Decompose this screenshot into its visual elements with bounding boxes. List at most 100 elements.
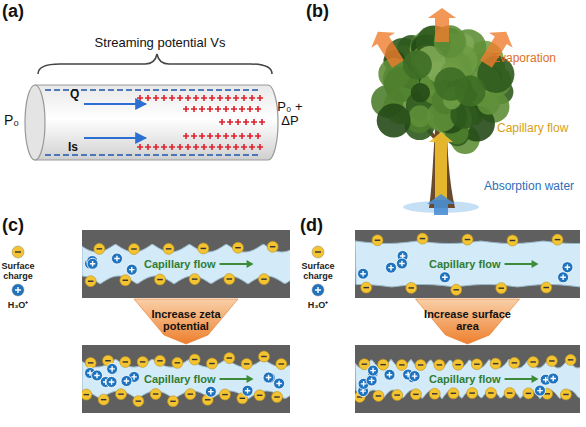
counter-ion — [183, 133, 189, 139]
flow-arrow — [220, 378, 248, 380]
plus-symbol — [103, 379, 109, 385]
legend-swatch — [312, 246, 324, 258]
wall-charge — [153, 89, 159, 91]
counter-ion — [183, 106, 189, 112]
minus-symbol — [205, 399, 211, 400]
surface-charge — [434, 359, 445, 370]
minus-symbol — [364, 287, 370, 288]
surface-charge — [254, 390, 265, 401]
counter-ion — [169, 95, 175, 101]
counter-ion — [259, 119, 265, 125]
surface-charge — [233, 242, 244, 253]
minus-symbol — [507, 392, 513, 393]
hydronium-ion — [107, 363, 118, 374]
plus-symbol — [442, 274, 448, 280]
plus-symbol — [94, 373, 100, 379]
surface-charge — [406, 282, 417, 293]
minus-symbol — [376, 395, 382, 396]
surface-charge — [565, 354, 576, 365]
plus-symbol — [87, 261, 93, 267]
legend-text: H₃O⁺ — [300, 300, 336, 310]
minus-symbol — [192, 278, 198, 279]
legend-swatch-group — [12, 246, 24, 258]
wall-charge — [225, 154, 231, 156]
hydronium-ion — [358, 386, 369, 397]
minus-symbol — [437, 364, 443, 365]
wall-charge — [99, 89, 105, 91]
annotation-text: P₀ + ΔP — [277, 100, 303, 129]
surface-charge — [546, 355, 557, 366]
plus-symbol — [124, 378, 129, 384]
surface-charge — [116, 389, 127, 400]
minus-symbol — [261, 278, 267, 279]
minus-symbol — [192, 359, 198, 360]
minus-symbol — [105, 360, 111, 361]
legend-swatch — [12, 246, 24, 258]
surface-charge — [272, 392, 283, 403]
panel-label: (c) — [2, 216, 24, 236]
surface-charge — [224, 274, 235, 285]
plus-symbol — [410, 374, 416, 380]
panel-label: (a) — [2, 2, 24, 22]
hydronium-ion — [91, 370, 102, 381]
surface-charge — [355, 391, 365, 402]
wall-charge — [144, 154, 150, 156]
counter-ion — [215, 106, 221, 112]
minus-symbol — [568, 359, 574, 360]
counter-ion — [201, 144, 207, 150]
hydronium-ion — [87, 256, 98, 267]
plus-symbol — [90, 261, 96, 267]
counter-ion — [193, 144, 199, 150]
panel-label: (b) — [306, 2, 329, 22]
wall-charge — [63, 154, 69, 156]
plus-symbol — [131, 374, 137, 380]
surface-charge — [496, 283, 507, 294]
surface-charge — [552, 234, 563, 245]
counter-ion — [191, 106, 197, 112]
plus-symbol — [370, 368, 376, 374]
channel-illustration — [355, 345, 580, 413]
wall-charge — [99, 154, 105, 156]
surface-charge — [137, 356, 148, 367]
surface-charge — [198, 243, 209, 254]
surface-charge — [507, 235, 518, 246]
plus-symbol — [360, 271, 366, 277]
flow-text: Capillary flow — [144, 257, 216, 271]
surface-charge — [103, 355, 114, 366]
counter-ion — [235, 119, 241, 125]
surface-charge — [448, 388, 459, 399]
minus-symbol — [474, 364, 480, 365]
plus-symbol — [89, 258, 95, 264]
counter-ion — [257, 95, 263, 101]
surface-charge — [359, 359, 370, 370]
counter-ion — [137, 95, 143, 101]
hydronium-ion — [562, 262, 573, 273]
leaf-cluster — [409, 105, 431, 127]
wall-charge — [189, 89, 195, 91]
plus-symbol — [114, 256, 120, 262]
minus-symbol — [409, 287, 415, 288]
minus-symbol — [123, 280, 129, 281]
process-arrow — [416, 299, 520, 344]
counter-ion — [223, 106, 229, 112]
surface-charge — [396, 359, 407, 370]
annotation-text: Q — [70, 88, 79, 101]
minus-symbol — [399, 364, 405, 365]
wall-charge — [243, 89, 249, 91]
wall-charge — [198, 89, 204, 91]
annotation-text: Absorption water — [484, 180, 574, 193]
hydronium-ion — [129, 371, 140, 382]
legend-text: H₃O⁺ — [0, 300, 36, 310]
tube-end — [25, 85, 45, 160]
counter-ion — [161, 95, 167, 101]
minus-symbol — [362, 363, 368, 364]
wall-charge — [108, 154, 114, 156]
surface-charge — [373, 390, 384, 401]
minus-symbol — [526, 393, 532, 394]
leaf-cluster — [403, 50, 432, 79]
surface-charge — [241, 358, 252, 369]
counter-ion — [177, 144, 183, 150]
hydronium-ion — [106, 376, 117, 387]
wall-charge — [144, 89, 150, 91]
